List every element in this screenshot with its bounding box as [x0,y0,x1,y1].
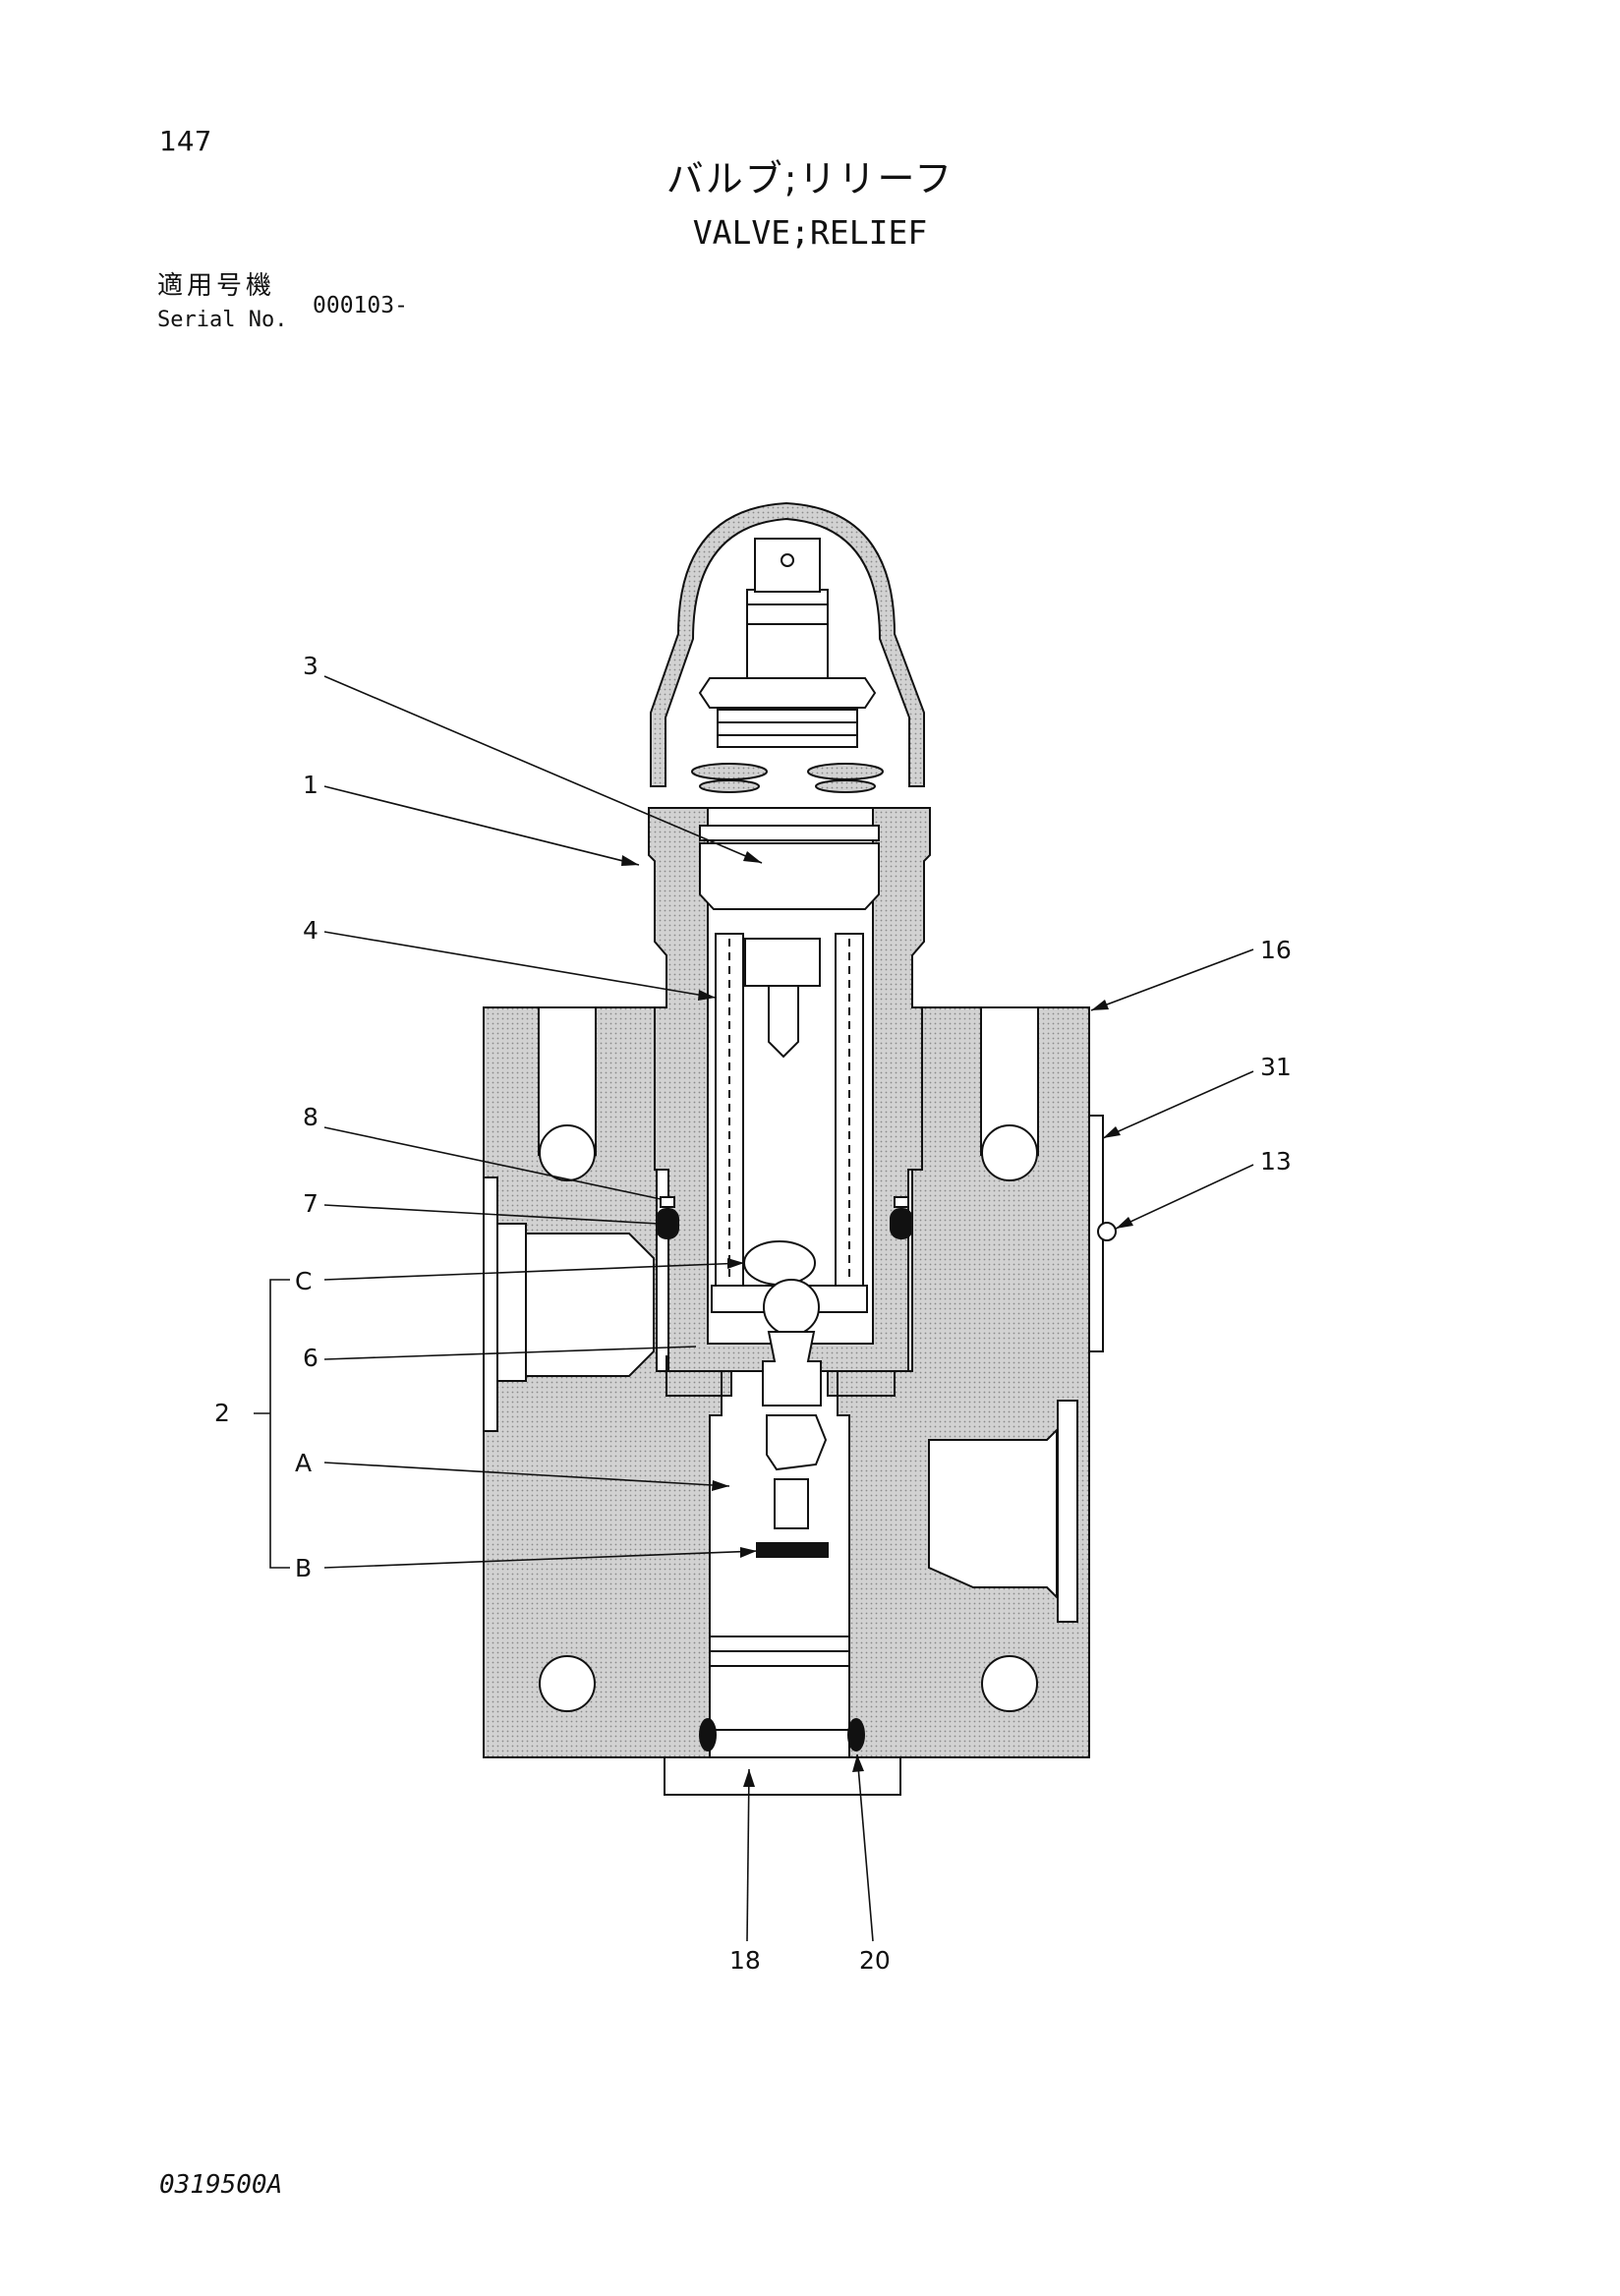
leader-7 [323,1204,660,1225]
backup-ring-8-left [660,1196,675,1208]
adjust-stem-lower [746,589,829,679]
pilot-stem [762,1331,822,1406]
drawing-code: 0319500A [159,2170,283,2200]
leader-3 [323,675,763,864]
o-ring-20-right [847,1718,865,1751]
bracket-2 [254,1279,290,1569]
adjust-screw-3 [699,825,880,910]
pilot-piston-a [766,1414,828,1529]
spring-seat [744,938,821,987]
page-title-english: VALVE;RELIEF [692,213,928,252]
washer-lines [718,721,857,736]
page-title-japanese: バルブ;リリーフ [665,157,955,201]
leader-1 [323,785,640,866]
backup-ring-8-right [894,1196,909,1208]
arrowhead-a [712,1480,729,1491]
arrowhead-13 [1116,1217,1133,1229]
callout-a: A [295,1449,312,1477]
callout-c: C [295,1267,312,1295]
leader-13 [1115,1164,1254,1230]
callout-16: 16 [1260,936,1292,964]
arrowhead-4 [698,990,716,1001]
leader-6 [323,1346,697,1360]
o-ring-7-left [656,1208,679,1239]
arrowhead-c [727,1258,744,1269]
right-port-fitting [928,1427,1058,1600]
o-ring-7-right [890,1208,913,1239]
plug-18 [664,1756,901,1796]
leader-b [323,1550,758,1569]
left-face-plate [483,1177,498,1432]
leader-a [323,1462,730,1487]
leader-c [323,1262,745,1281]
nut-washer [717,709,858,748]
bolt-hole-bottom-left [539,1655,596,1712]
stem-hole [781,553,794,567]
left-port-cavity [486,1223,655,1382]
poppet-rod [768,985,799,1059]
serial-number-value: 000103- [313,293,408,318]
callout-18: 18 [729,1946,761,1975]
bore-steps [710,1650,849,1731]
arrowhead-1 [621,855,639,866]
spring-dashed [728,939,850,1283]
callout-4: 4 [303,916,318,945]
bolt-hole-top-left [539,1124,596,1181]
pilot-ball [763,1279,820,1336]
lock-nut [698,677,877,709]
seal-right [807,763,884,780]
leader-31 [1102,1070,1254,1139]
leader-8 [323,1126,662,1200]
o-ring-20-left [699,1718,717,1751]
arrowhead-31 [1103,1126,1121,1138]
adjust-stem-upper [754,538,821,593]
bottom-bore [709,1636,850,1758]
leader-20 [856,1753,874,1942]
poppet-c [743,1240,816,1286]
arrowhead-20 [852,1754,864,1772]
arrowhead-b [740,1547,757,1558]
leader-18 [746,1768,750,1942]
arrowhead-18 [743,1769,755,1787]
callout-6: 6 [303,1344,318,1372]
callout-31: 31 [1260,1053,1292,1081]
stem-lines [747,603,828,625]
leader-4 [323,931,717,999]
callout-13: 13 [1260,1147,1292,1176]
arrowhead-16 [1091,1000,1109,1010]
leader-16 [1090,948,1254,1011]
callout-b: B [295,1554,312,1582]
serial-label-japanese: 適用号機 [157,271,276,301]
rivet-13 [1097,1222,1117,1241]
callout-3: 3 [303,652,318,680]
right-face-plate [1057,1400,1078,1623]
protective-cap [650,501,925,787]
bolt-hole-top-right [981,1124,1038,1181]
callout-2: 2 [214,1399,230,1427]
seat-b [756,1542,829,1558]
callout-8: 8 [303,1103,318,1131]
seal-right-lower [815,779,876,793]
seal-left [691,763,768,780]
arrowhead-3 [743,851,762,863]
bolt-hole-bottom-right [981,1655,1038,1712]
serial-label-english: Serial No. [157,308,288,332]
seal-left-lower [699,779,760,793]
callout-1: 1 [303,771,318,799]
callout-20: 20 [859,1946,891,1975]
page-number: 147 [159,125,212,157]
callout-7: 7 [303,1189,318,1218]
